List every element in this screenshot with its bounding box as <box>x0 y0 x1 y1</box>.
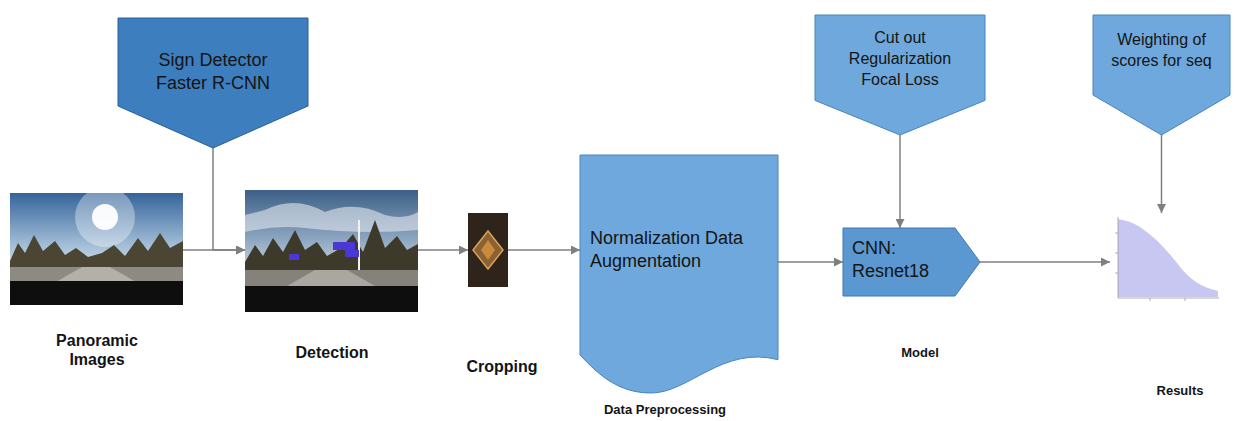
image-step: Detection <box>245 190 418 312</box>
callout-text: Weighting of scores for seq <box>1099 30 1224 72</box>
flow-arrow <box>508 249 580 251</box>
callout-box: Cut out Regularization Focal Loss <box>815 15 985 135</box>
panorama-picture <box>10 187 183 305</box>
callout-text: Sign Detector Faster R-CNN <box>138 49 288 96</box>
image-step: Panoramic Images <box>10 193 183 305</box>
callout-text: Cut out Regularization Focal Loss <box>833 28 968 90</box>
callout-box-outline-path <box>118 18 308 148</box>
flow-arrow <box>213 148 245 250</box>
step-label: Results <box>1140 383 1220 399</box>
process-pentagon: CNN: Resnet18Model <box>843 228 980 296</box>
step-label: Detection <box>272 343 392 362</box>
image-step: Cropping <box>468 213 508 287</box>
step-label: Model <box>880 345 960 361</box>
document-shape: Normalization Data AugmentationData Prep… <box>580 155 778 393</box>
process-text: Normalization Data Augmentation <box>590 227 775 274</box>
callout-box-outline-path <box>1093 15 1230 135</box>
flow-arrow <box>778 261 843 263</box>
step-label: Data Preprocessing <box>580 402 750 418</box>
detection-picture <box>245 190 418 312</box>
document-shape-outline-path <box>580 155 778 393</box>
callout-box-outline-path <box>815 15 985 135</box>
results-chart: Results <box>1110 213 1220 305</box>
step-label: Panoramic Images <box>37 331 157 369</box>
flow-arrow <box>1161 135 1163 213</box>
process-text: CNN: Resnet18 <box>852 237 947 284</box>
process-pentagon-outline-path <box>843 228 980 296</box>
callout-box: Weighting of scores for seq <box>1093 15 1230 135</box>
document-shape-outline <box>580 155 778 393</box>
callout-box: Sign Detector Faster R-CNN <box>118 18 308 148</box>
step-label: Cropping <box>452 357 552 376</box>
flow-arrow <box>899 135 901 228</box>
flow-arrow <box>418 249 468 251</box>
results-chart-picture <box>1115 217 1219 301</box>
flow-arrow <box>980 261 1110 263</box>
cropped-sign-picture <box>468 213 508 287</box>
